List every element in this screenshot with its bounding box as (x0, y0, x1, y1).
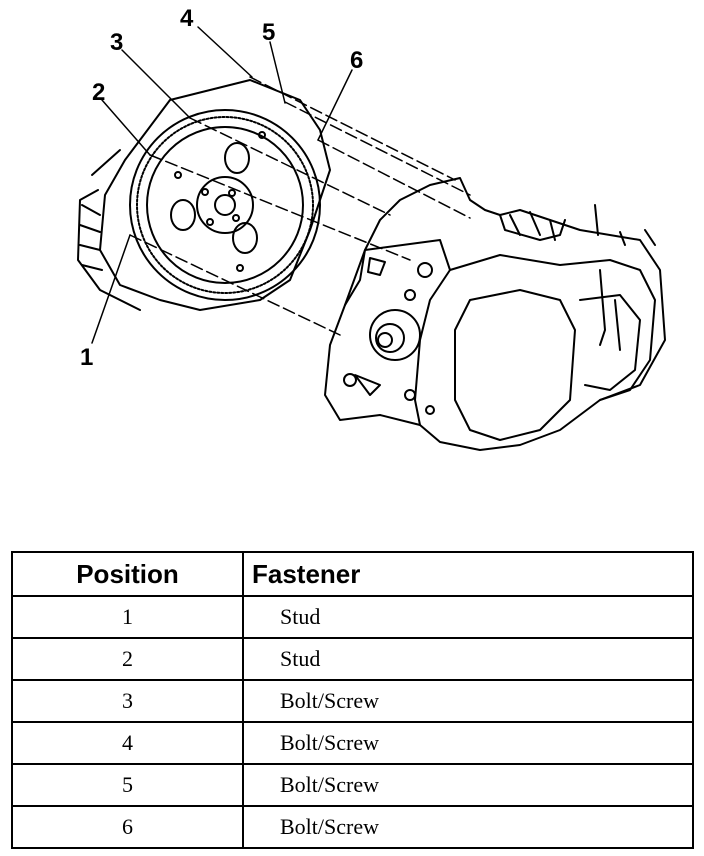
transaxle (324, 177, 666, 451)
callout-leaders (91, 26, 353, 344)
table-row: 2 Stud (11, 637, 694, 681)
position-cell: 5 (11, 763, 244, 807)
position-cell: 1 (11, 595, 244, 639)
table-row: 4 Bolt/Screw (11, 721, 694, 765)
callout-4: 4 (180, 5, 194, 32)
position-cell: 2 (11, 637, 244, 681)
callout-6: 6 (350, 47, 363, 74)
table-row: 3 Bolt/Screw (11, 679, 694, 723)
fastener-cell: Bolt/Screw (242, 805, 694, 849)
fastener-cell: Bolt/Screw (242, 763, 694, 807)
flywheel (129, 109, 321, 301)
callout-3: 3 (110, 29, 123, 56)
table-row: 6 Bolt/Screw (11, 805, 694, 849)
callout-2: 2 (92, 79, 105, 106)
table-row: 1 Stud (11, 595, 694, 639)
table-header-row: Position Fastener (11, 551, 694, 597)
position-cell: 6 (11, 805, 244, 849)
fastener-cell: Bolt/Screw (242, 679, 694, 723)
position-cell: 4 (11, 721, 244, 765)
fastener-table: Position Fastener 1 Stud 2 Stud 3 Bolt/S… (11, 551, 694, 849)
fastener-cell: Bolt/Screw (242, 721, 694, 765)
engine-transaxle-diagram: 1 2 3 4 5 6 (77, 5, 666, 451)
table-row: 5 Bolt/Screw (11, 763, 694, 807)
fastener-cell: Stud (242, 637, 694, 681)
position-cell: 3 (11, 679, 244, 723)
callout-5: 5 (262, 19, 275, 46)
fastener-cell: Stud (242, 595, 694, 639)
fastener-header: Fastener (242, 551, 694, 597)
alignment-lines (129, 76, 471, 336)
callout-1: 1 (80, 344, 93, 371)
position-header: Position (11, 551, 244, 597)
